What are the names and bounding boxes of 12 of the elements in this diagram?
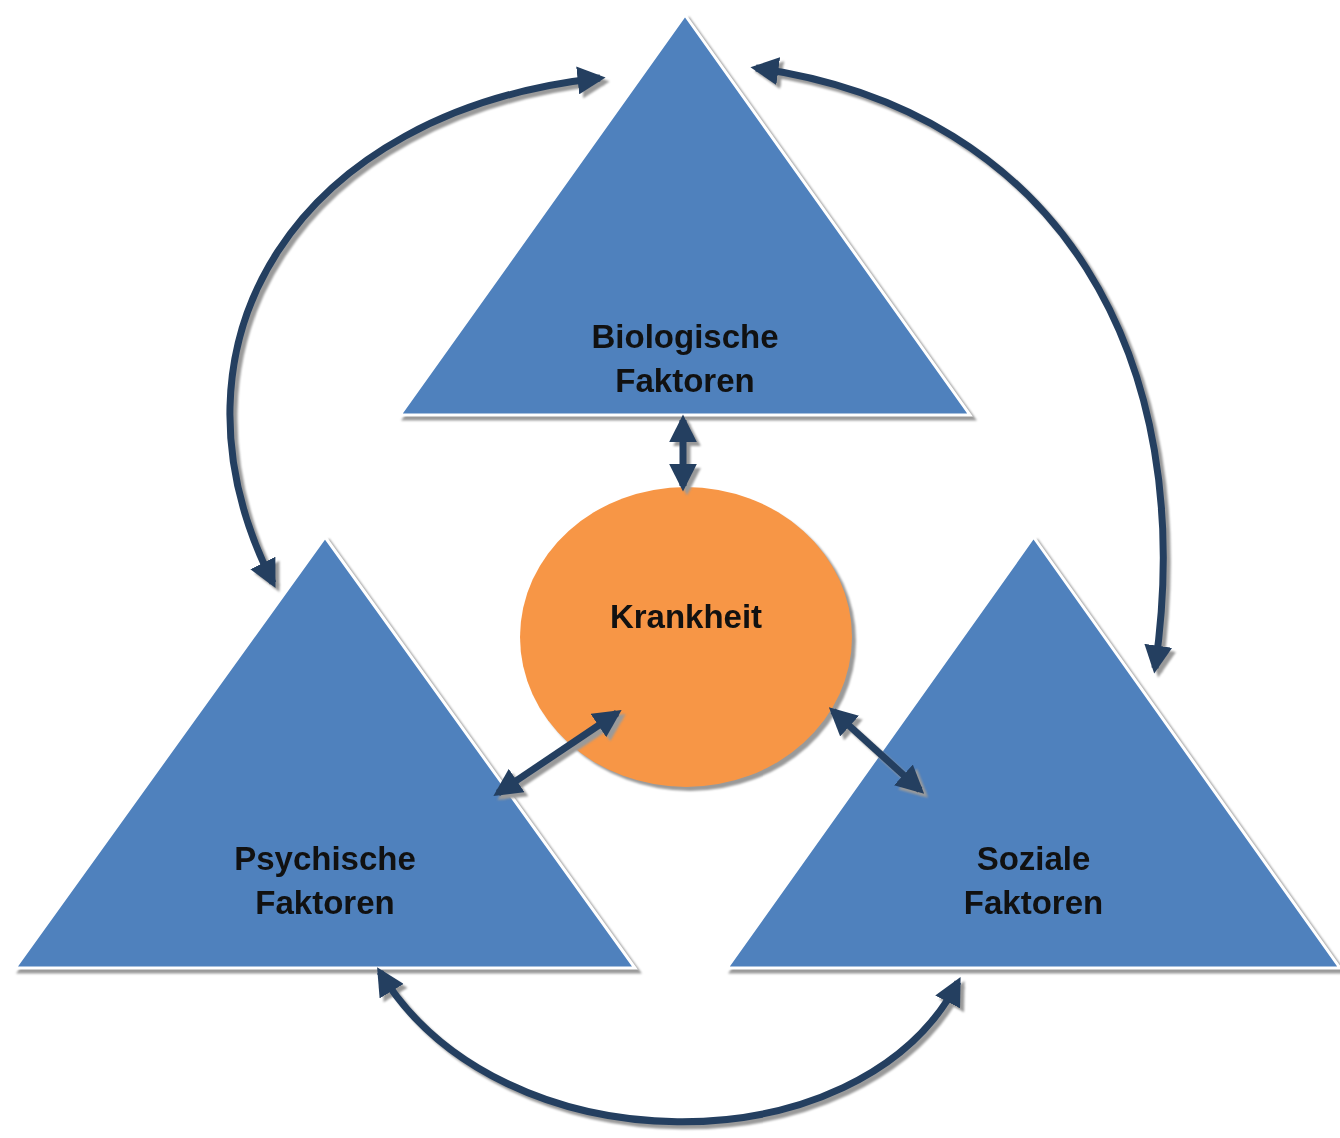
triangle-node — [400, 15, 970, 415]
node-label: Biologische Faktoren — [590, 317, 780, 401]
node-label: Psychische Faktoren — [233, 839, 417, 923]
double-arrow — [669, 414, 697, 492]
node-label: Soziale Faktoren — [962, 839, 1105, 923]
ellipse-node — [520, 487, 852, 787]
double-arrow — [376, 967, 962, 1126]
double-arrow — [493, 709, 622, 797]
double-arrow — [226, 67, 606, 589]
node-label: Krankheit — [608, 597, 764, 637]
double-arrow — [828, 707, 925, 794]
double-arrow — [750, 58, 1172, 674]
